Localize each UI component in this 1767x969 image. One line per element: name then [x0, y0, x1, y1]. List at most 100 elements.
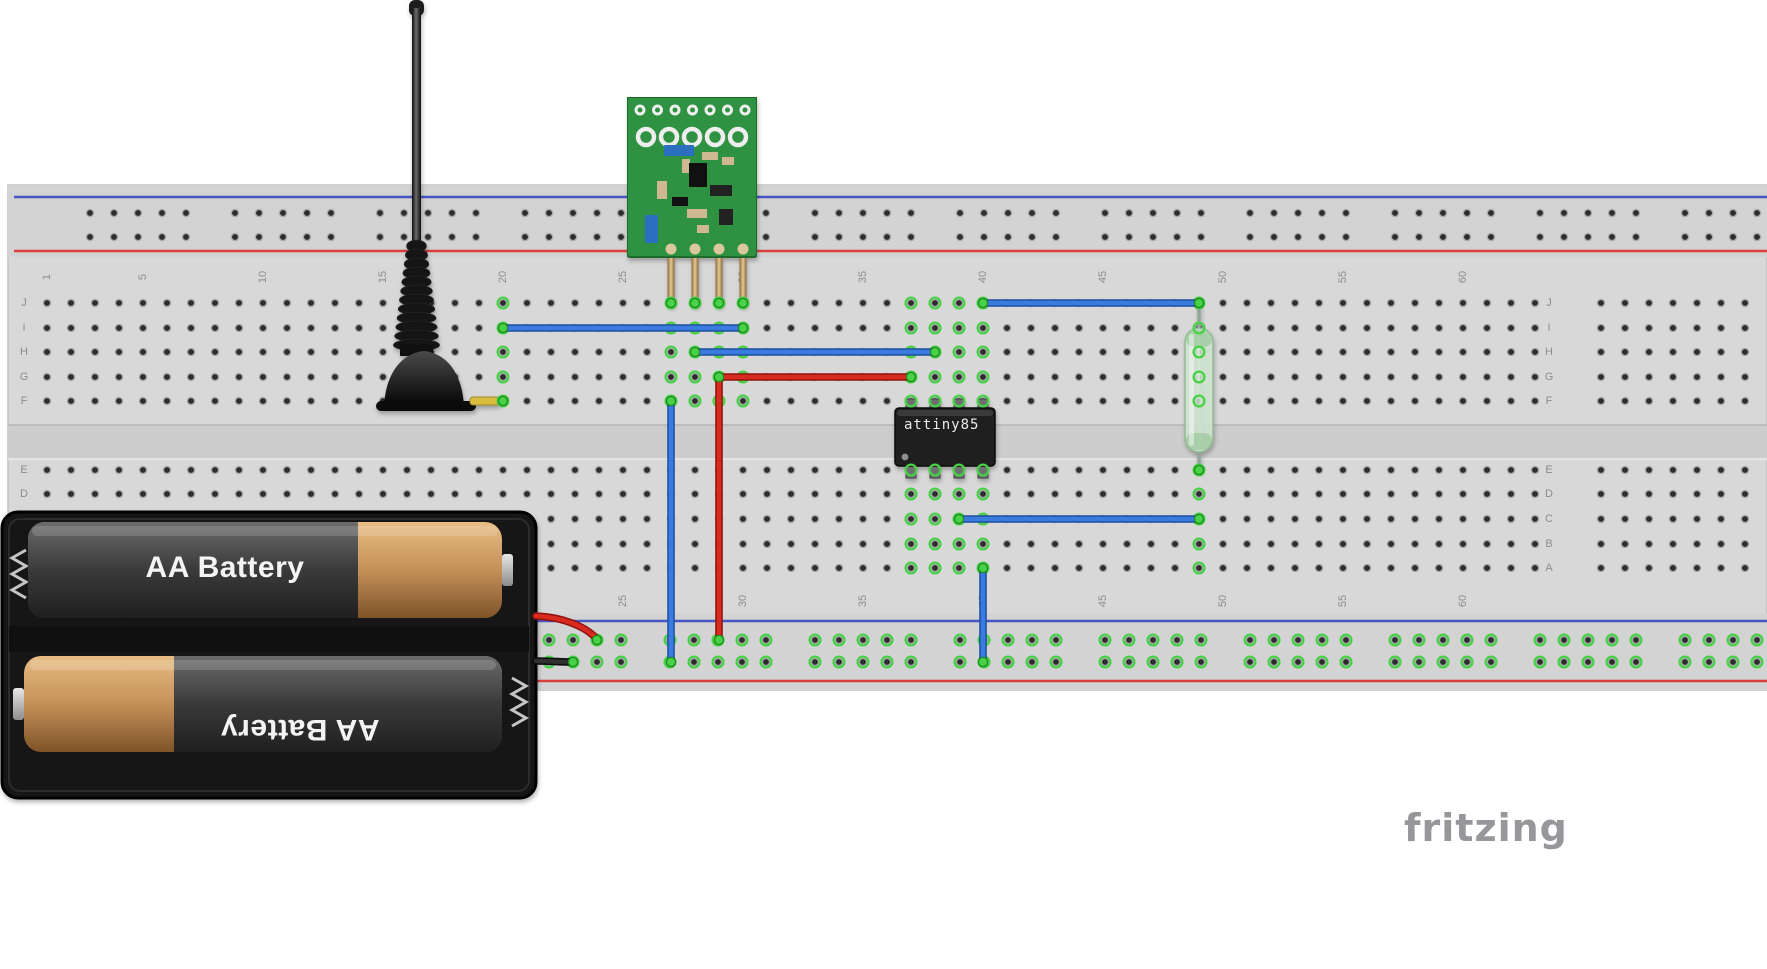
breadboard-hole-center [236, 374, 242, 380]
breadboard-hole-center [1247, 637, 1253, 643]
connection-ring [1146, 655, 1160, 669]
breadboard-hole-center [308, 300, 314, 306]
breadboard-hole-center [618, 234, 624, 240]
breadboard-hole-center [788, 300, 794, 306]
battery-cell-bottom-wrap [174, 656, 502, 752]
breadboard-hole-center [1028, 325, 1034, 331]
breadboard-hole-center [1508, 300, 1514, 306]
antenna-lead-pin [469, 396, 501, 406]
center-channel[interactable] [8, 425, 1767, 459]
connection-ring [1098, 655, 1112, 669]
breadboard-hole-center [764, 491, 770, 497]
attiny85-chip[interactable]: attiny85 [893, 398, 997, 482]
breadboard-hole-center [692, 491, 698, 497]
breadboard-hole-center [1754, 659, 1760, 665]
breadboard-hole-center [356, 325, 362, 331]
breadboard-hole-center [356, 491, 362, 497]
breadboard-hole-center [1754, 234, 1760, 240]
battery-holder[interactable] [0, 510, 540, 802]
breadboard-hole-center [232, 210, 238, 216]
breadboard-hole-center [1484, 300, 1490, 306]
breadboard-hole-center [764, 467, 770, 473]
breadboard-hole-center [87, 210, 93, 216]
breadboard-hole-center [1718, 565, 1724, 571]
connection-ring [1146, 633, 1160, 647]
breadboard-hole-center [1244, 374, 1250, 380]
breadboard-hole-center [332, 467, 338, 473]
breadboard-hole-center [1532, 374, 1538, 380]
breadboard-hole-center [212, 374, 218, 380]
breadboard-hole-center [572, 516, 578, 522]
breadboard-hole-center [260, 467, 266, 473]
connection-ring [735, 655, 749, 669]
breadboard-hole-center [449, 210, 455, 216]
breadboard-hole-center [236, 467, 242, 473]
connection-ring [904, 655, 918, 669]
breadboard-hole-center [1124, 541, 1130, 547]
connection-ring [1170, 633, 1184, 647]
breadboard-hole-center [1388, 300, 1394, 306]
breadboard-hole-center [740, 516, 746, 522]
breadboard-hole-center [116, 325, 122, 331]
column-number-top: 60 [1457, 270, 1469, 284]
breadboard-hole-center [1244, 516, 1250, 522]
connection-ring [832, 633, 846, 647]
rf-transmitter-module[interactable] [626, 96, 758, 312]
breadboard-hole-center [548, 300, 554, 306]
breadboard-hole-center [1388, 516, 1394, 522]
row-label-left: J [21, 297, 27, 309]
breadboard-hole-center [428, 467, 434, 473]
breadboard-hole-center [1412, 349, 1418, 355]
breadboard-hole-center [328, 234, 334, 240]
connection-ring [1557, 633, 1571, 647]
breadboard-hole-center [1388, 491, 1394, 497]
breadboard-hole-center [1076, 325, 1082, 331]
column-number-top: 1 [41, 273, 53, 281]
breadboard-hole-center [1508, 325, 1514, 331]
breadboard-hole-center [1670, 325, 1676, 331]
breadboard-hole-center [1561, 210, 1567, 216]
breadboard-hole-center [739, 637, 745, 643]
breadboard-hole-center [1388, 398, 1394, 404]
column-number-bottom: 60 [1457, 594, 1469, 608]
breadboard-hole-center [1220, 325, 1226, 331]
breadboard-hole-center [1004, 374, 1010, 380]
breadboard-hole-center [212, 491, 218, 497]
breadboard-hole-center [256, 210, 262, 216]
breadboard-hole-center [1148, 541, 1154, 547]
breadboard-hole-center [332, 349, 338, 355]
breadboard-hole-center [164, 374, 170, 380]
breadboard-hole-center [164, 325, 170, 331]
breadboard-hole-center [1052, 325, 1058, 331]
breadboard-hole-center [1622, 491, 1628, 497]
breadboard-hole-center [1598, 491, 1604, 497]
breadboard-hole-center [1436, 565, 1442, 571]
breadboard-hole-center [644, 541, 650, 547]
whip-antenna[interactable] [370, 0, 510, 415]
reed-cap-top [1185, 330, 1213, 347]
breadboard-hole-center [1340, 516, 1346, 522]
breadboard-hole-center [764, 565, 770, 571]
row-label-right: J [1546, 297, 1552, 309]
breadboard-hole-center [92, 491, 98, 497]
breadboard-hole-center [1220, 516, 1226, 522]
breadboard-hole-center [812, 516, 818, 522]
connection-ring [1750, 633, 1764, 647]
breadboard-hole-center [1244, 398, 1250, 404]
breadboard-hole-center [1484, 349, 1490, 355]
breadboard-hole-center [1561, 659, 1567, 665]
breadboard-hole-center [1148, 467, 1154, 473]
breadboard-hole-center [860, 210, 866, 216]
reed-switch[interactable] [1180, 296, 1220, 482]
breadboard-hole-center [68, 374, 74, 380]
breadboard-hole-center [1742, 467, 1748, 473]
breadboard-hole-center [236, 491, 242, 497]
breadboard-hole-center [1508, 565, 1514, 571]
breadboard-hole-center [1148, 325, 1154, 331]
breadboard-hole-center [1598, 467, 1604, 473]
breadboard-hole-center [1102, 659, 1108, 665]
rf-module-header-holes [634, 104, 751, 148]
breadboard-hole-center [1532, 541, 1538, 547]
breadboard-hole-center [572, 565, 578, 571]
breadboard-hole-center [1742, 541, 1748, 547]
